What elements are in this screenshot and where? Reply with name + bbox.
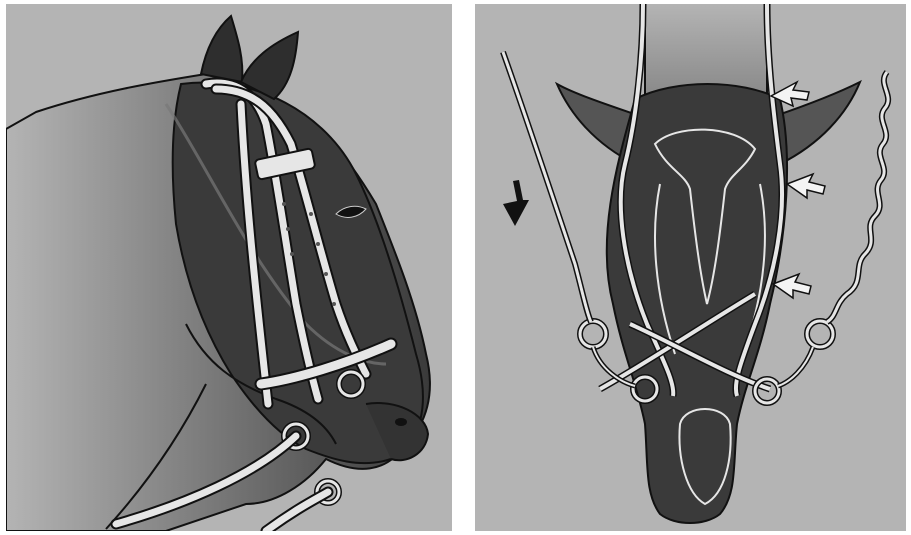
side-view-panel	[6, 4, 452, 531]
front-view-panel	[475, 4, 906, 531]
rein-link-right	[778, 347, 813, 386]
horse-head-side-bridle-icon	[6, 4, 452, 531]
horse-ear-back	[201, 16, 242, 82]
horse-neck-front	[645, 4, 767, 94]
arrow-up-black-icon	[503, 180, 529, 226]
horse-nostril	[395, 418, 407, 426]
horse-head-front-rein-icon	[475, 4, 906, 531]
